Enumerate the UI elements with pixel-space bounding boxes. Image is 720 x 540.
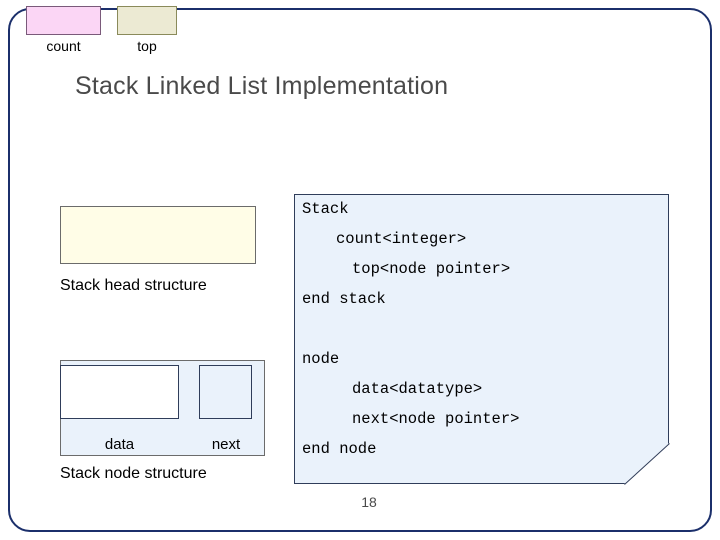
head-count-cell	[26, 6, 101, 35]
code-panel	[294, 194, 669, 484]
code-line	[294, 314, 669, 344]
code-listing: Stack count<integer> top<node pointer> end …	[294, 194, 669, 484]
node-data-cell	[60, 365, 179, 419]
node-data-label: data	[104, 436, 135, 453]
stack-node-structure-caption: Stack node structure	[60, 465, 207, 482]
slide-page-number: 18	[361, 494, 377, 510]
code-line: data<datatype>	[352, 380, 483, 398]
code-line: end node	[302, 440, 377, 458]
stack-head-structure-caption: Stack head structure	[60, 277, 207, 294]
code-line: top<node pointer>	[352, 260, 511, 278]
code-line: node	[302, 350, 340, 368]
head-count-label: count	[46, 38, 81, 54]
head-top-cell	[117, 6, 177, 35]
stack-head-structure-box	[60, 206, 256, 264]
code-line: count<integer>	[336, 230, 467, 248]
node-next-cell	[199, 365, 252, 419]
code-line: next<node pointer>	[352, 410, 520, 428]
head-top-label: top	[137, 38, 157, 54]
node-next-label: next	[211, 436, 241, 453]
code-line: Stack	[302, 200, 349, 218]
code-line: end stack	[302, 290, 386, 308]
page-title: Stack Linked List Implementation	[75, 72, 449, 100]
